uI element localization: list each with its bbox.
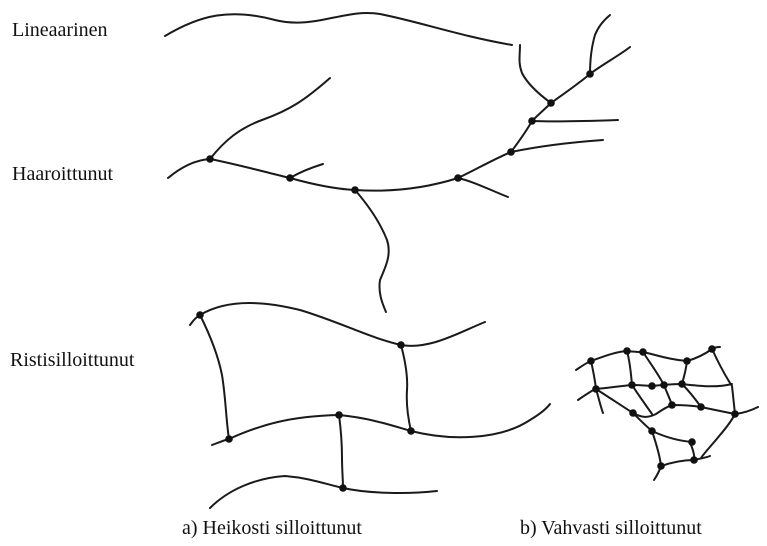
network-node — [639, 348, 647, 356]
branch-point — [454, 174, 462, 182]
branch-down — [355, 190, 389, 312]
branch-trunk — [511, 47, 630, 152]
network-node — [623, 347, 631, 355]
linear-polymer — [165, 13, 512, 45]
branch-upper-left — [210, 78, 330, 159]
crosslink-point — [339, 484, 347, 492]
crosslink-point — [335, 411, 343, 419]
network-node — [697, 403, 705, 411]
crosslink-point — [397, 341, 405, 349]
weak-crosslink — [339, 415, 343, 488]
crosslink-point — [225, 435, 233, 443]
branch-short — [290, 164, 323, 178]
network-node — [587, 357, 595, 365]
crosslink-point — [407, 427, 415, 435]
weak-chain-top — [190, 303, 485, 346]
network-node — [648, 382, 656, 390]
network-node — [678, 380, 686, 388]
network-node — [628, 381, 636, 389]
weak-chain-middle — [212, 404, 550, 445]
weak-chain-bottom — [210, 476, 437, 508]
network-node — [592, 385, 600, 393]
network-node — [629, 409, 637, 417]
network-node — [648, 427, 656, 435]
strong-chain — [643, 352, 672, 405]
network-node — [688, 438, 696, 446]
network-node — [668, 401, 676, 409]
crosslink-point — [196, 311, 204, 319]
branch-top-right — [590, 15, 610, 74]
network-node — [683, 357, 691, 365]
strong-chain — [701, 349, 735, 458]
branch-mid-right — [532, 120, 618, 121]
strong-chain — [652, 431, 661, 480]
network-node — [708, 345, 716, 353]
weak-crosslink — [401, 345, 411, 431]
linear-chain — [165, 13, 512, 45]
network-node — [731, 410, 739, 418]
branch-point — [286, 174, 294, 182]
branch-point — [547, 99, 555, 107]
branch-point — [351, 186, 359, 194]
network-node — [660, 381, 668, 389]
branched-main-chain — [168, 140, 603, 191]
branch-point — [507, 148, 515, 156]
branch-point — [528, 117, 536, 125]
branch-point — [586, 70, 594, 78]
weakly-crosslinked-polymer — [190, 303, 550, 508]
network-node — [690, 456, 698, 464]
strong-chain — [661, 460, 694, 466]
branch-lower-right — [458, 178, 508, 197]
weak-crosslink — [200, 315, 229, 439]
branched-polymer — [168, 15, 630, 312]
strongly-crosslinked-network — [576, 345, 758, 480]
branch-point — [206, 155, 214, 163]
network-node — [657, 462, 665, 470]
branch-left-up — [520, 45, 552, 103]
